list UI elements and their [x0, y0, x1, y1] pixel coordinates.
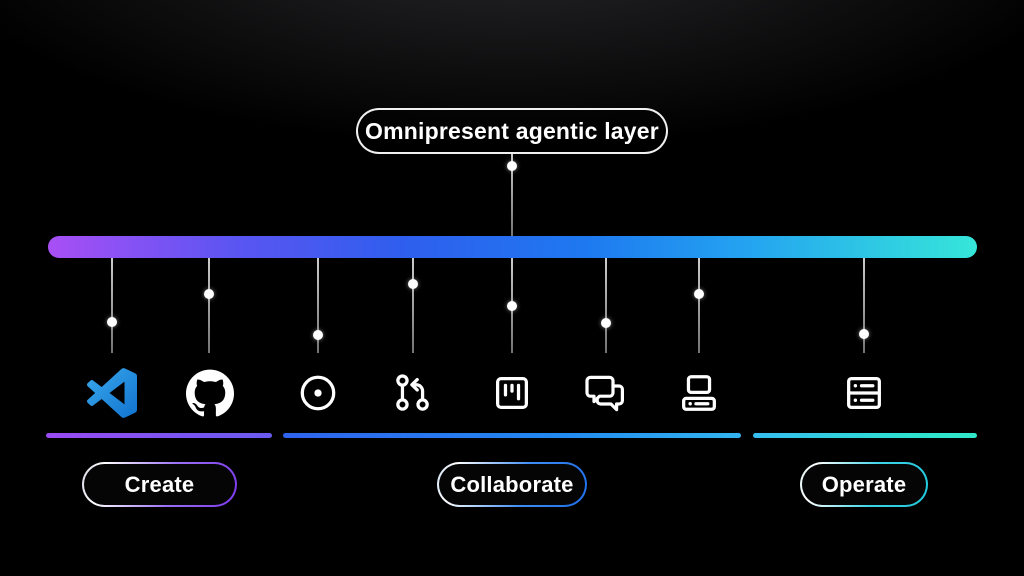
git-pull-request-icon [385, 365, 441, 421]
codespaces-computer-icon [671, 365, 727, 421]
project-board-icon [484, 365, 540, 421]
connector-line [317, 258, 319, 353]
connector-dot [107, 317, 117, 327]
connector-dot [507, 301, 517, 311]
connector-dot [507, 161, 517, 171]
connector-dot [601, 318, 611, 328]
operate-group-underline [753, 433, 977, 438]
connector-line [511, 154, 513, 237]
create-label: Create [124, 471, 195, 497]
vscode-icon [84, 365, 140, 421]
connector-line [208, 258, 210, 353]
operate-label: Operate [821, 471, 907, 497]
connector-line [412, 258, 414, 353]
title-pill: Omnipresent agentic layer [356, 108, 668, 154]
server-rack-icon [836, 365, 892, 421]
agentic-layer-bar [48, 236, 977, 258]
operate-label-pill: Operate [800, 462, 928, 507]
connector-dot [313, 330, 323, 340]
connector-line [698, 258, 700, 353]
github-icon [182, 365, 238, 421]
connector-dot [408, 279, 418, 289]
collaborate-label: Collaborate [450, 471, 574, 497]
issue-circle-icon [290, 365, 346, 421]
chat-bubbles-icon [577, 365, 633, 421]
connector-dot [859, 329, 869, 339]
connector-line [605, 258, 607, 353]
collaborate-group-underline [283, 433, 741, 438]
connector-line [111, 258, 113, 353]
connector-line [863, 258, 865, 353]
connector-dot [694, 289, 704, 299]
collaborate-label-pill: Collaborate [437, 462, 587, 507]
page-title: Omnipresent agentic layer [365, 117, 659, 144]
create-label-pill: Create [82, 462, 237, 507]
create-group-underline [46, 433, 272, 438]
connector-dot [204, 289, 214, 299]
